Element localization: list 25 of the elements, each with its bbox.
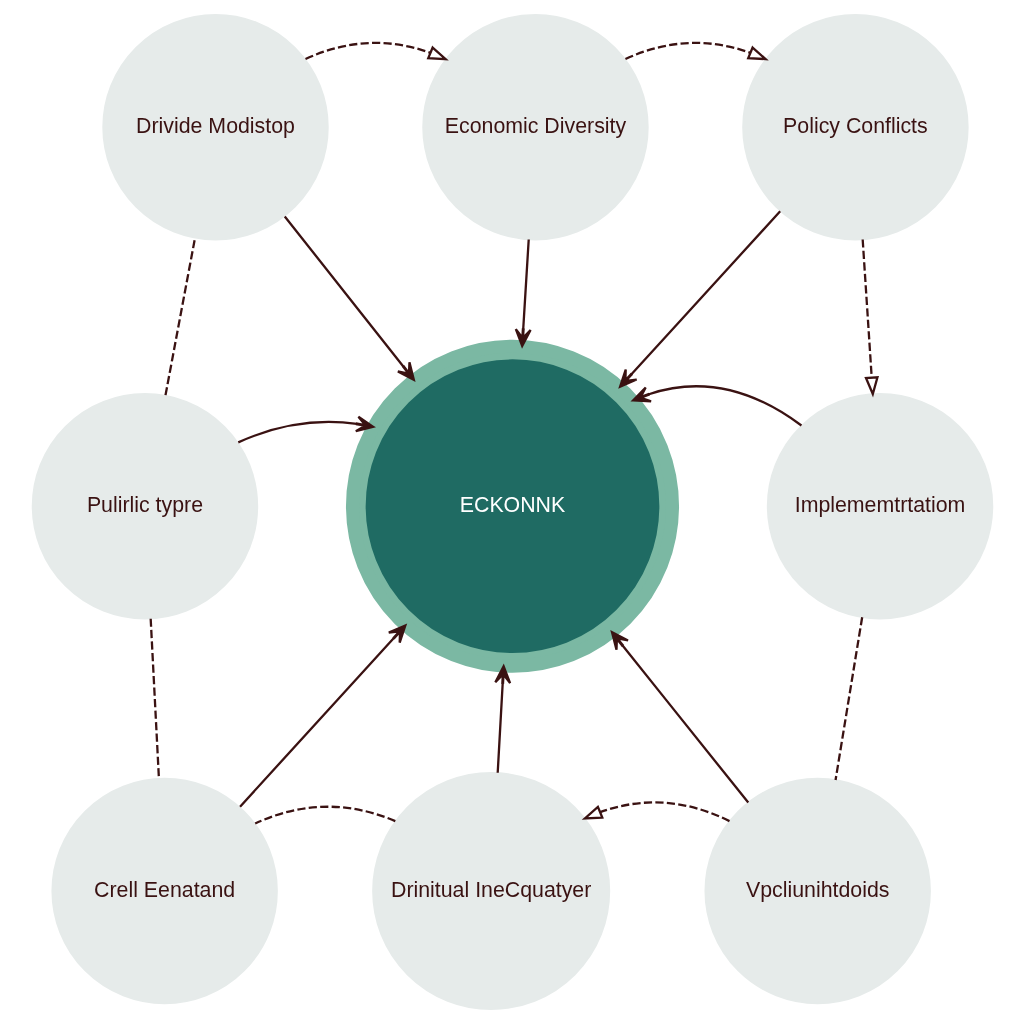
arrow (304, 41, 449, 61)
node-circle: Implememtrtatiom (766, 393, 993, 620)
node-circle: Drivide Modistop (101, 14, 329, 241)
node-circle: Vpcliunihtdoids (703, 777, 931, 1005)
arrow (581, 801, 730, 823)
connector (163, 237, 196, 396)
arrow (618, 210, 781, 388)
node-circle: Economic Diversity (421, 14, 649, 241)
node-circle: Policy Conflicts (741, 14, 969, 241)
arrow (237, 415, 374, 444)
node-circle: ECKONNK (345, 339, 679, 673)
connector (833, 617, 863, 781)
arrow (631, 385, 802, 427)
node-circle: Pulirlic typre (31, 393, 258, 620)
arrow (493, 665, 511, 773)
arrow (514, 239, 532, 348)
arrow (283, 215, 415, 381)
arrow (238, 624, 406, 808)
connector (149, 618, 160, 779)
arrow (624, 41, 769, 61)
arrow (861, 239, 879, 398)
node-circle: Crell Eenatand (50, 777, 278, 1005)
arrow (610, 631, 749, 804)
node-circle: Drinitual IneCquatyer (371, 772, 610, 1011)
connector (254, 805, 396, 825)
